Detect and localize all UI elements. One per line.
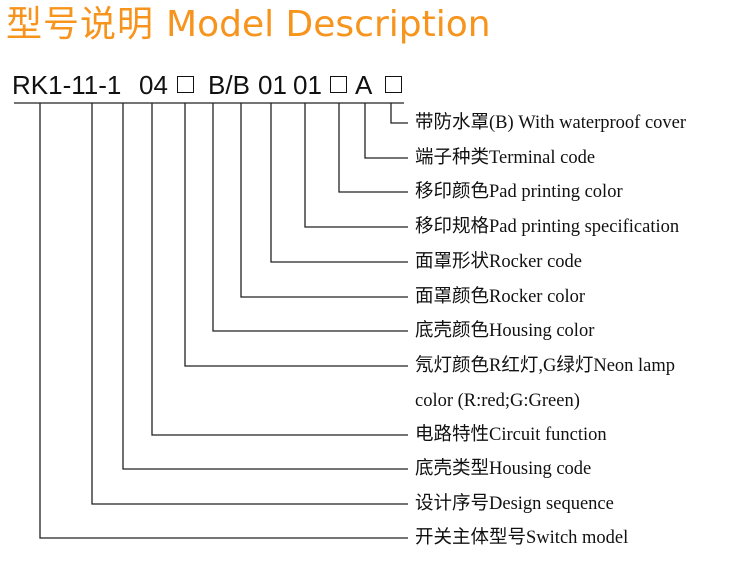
leader-print-color (338, 103, 408, 193)
model-code-switch-series: RK1-11-1 (12, 70, 122, 100)
desc-waterproof: 带防水罩(B) With waterproof cover (415, 113, 687, 133)
model-code-waterproof-box (385, 76, 402, 93)
desc-switch-model: 开关主体型号Switch model (415, 528, 629, 548)
desc-design-sequence: 设计序号Design sequence (415, 494, 614, 514)
leader-terminal (364, 103, 408, 159)
leader-housing-code (122, 103, 408, 470)
page-title: 型号说明 Model Description (6, 2, 491, 48)
model-code-terminal: A (355, 70, 373, 100)
model-code-print-spec: 01 (293, 70, 322, 100)
desc-rocker-code: 面罩形状Rocker code (415, 252, 582, 272)
leader-rocker-code (270, 103, 408, 263)
model-code-lamp-color-box (177, 76, 194, 93)
desc-circuit-function: 电路特性Circuit function (415, 425, 607, 445)
leader-housing-color (212, 103, 408, 332)
title-english: Model Description (166, 4, 491, 45)
desc-housing-code: 底壳类型Housing code (415, 459, 592, 479)
model-code-colors: B/B (208, 70, 250, 100)
desc-pad-printing-color: 移印颜色Pad printing color (415, 182, 623, 202)
leader-waterproof (390, 103, 408, 124)
title-chinese: 型号说明 (6, 4, 155, 45)
desc-terminal-code: 端子种类Terminal code (415, 148, 596, 168)
leader-rocker-color (240, 103, 408, 298)
desc-pad-printing-spec: 移印规格Pad printing specification (415, 217, 680, 237)
model-code-circuit: 04 (139, 70, 168, 100)
leader-lamp-color (184, 103, 408, 367)
desc-neon-lamp-color-cont: color (R:red;G:Green) (415, 391, 580, 411)
model-code-print-color-box (330, 76, 347, 93)
desc-neon-lamp-color: 氖灯颜色R红灯,G绿灯Neon lamp (415, 356, 676, 376)
leader-circuit (151, 103, 408, 436)
leader-print-spec (304, 103, 408, 228)
leader-design-seq (91, 103, 408, 505)
model-code-rocker-code: 01 (258, 70, 287, 100)
desc-rocker-color: 面罩颜色Rocker color (415, 287, 586, 307)
leader-switch-model (39, 103, 408, 539)
desc-housing-color: 底壳颜色Housing color (415, 321, 595, 341)
